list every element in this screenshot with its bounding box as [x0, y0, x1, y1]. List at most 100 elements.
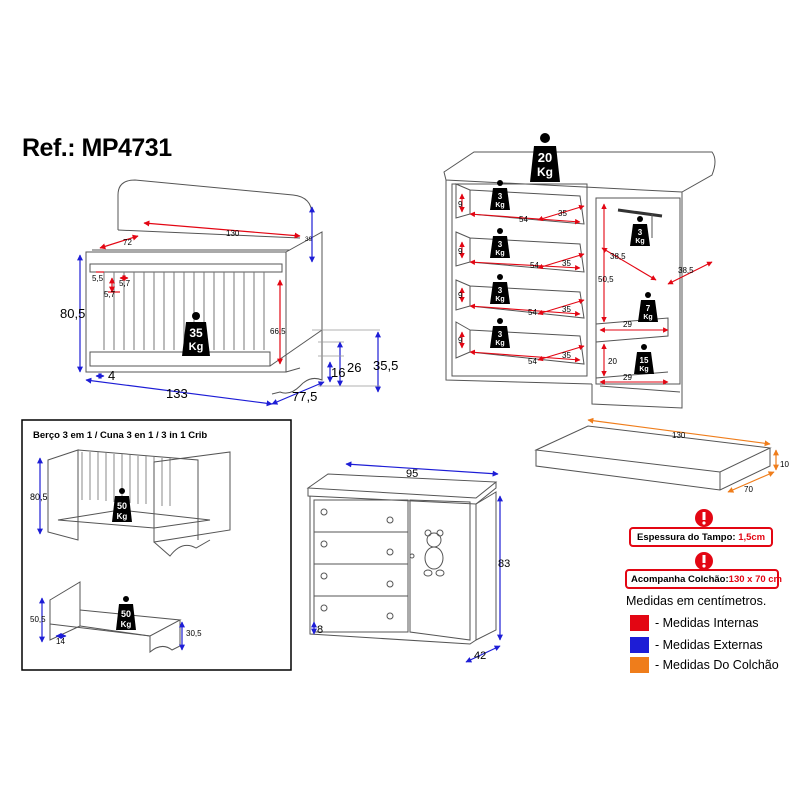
dim-drawer4-w: 54 [528, 357, 537, 366]
dim-drawer4-d: 35 [562, 351, 571, 360]
svg-text:Kg: Kg [117, 512, 128, 521]
note-top-value: 1,5cm [738, 532, 766, 543]
weight-icon-drawer2: 3 Kg [490, 228, 510, 258]
legend-label-external: - Medidas Externas [655, 638, 763, 652]
crib-outer-dims [77, 206, 381, 407]
note-top-label: Espessura do Tampo: [637, 532, 736, 543]
svg-text:3: 3 [498, 240, 503, 249]
weight-icon-shelf: 7 Kg [638, 292, 658, 322]
dim-crib-5-5: 5,5 [92, 274, 104, 283]
note-mattress-text: Acompanha Colchão:130 x 70 cm [631, 574, 782, 585]
legend-label-internal: - Medidas Internas [655, 616, 759, 630]
legend-label-mattress: - Medidas Do Colchão [655, 658, 779, 672]
legend-heading: Medidas em centímetros. [626, 594, 767, 608]
dim-drawer1-w: 54 [519, 215, 528, 224]
dim-mattress-130: 130 [672, 431, 686, 440]
svg-text:3: 3 [498, 286, 503, 295]
note-mattress-value: 130 x 70 cm [728, 574, 783, 585]
svg-text:3: 3 [638, 228, 643, 237]
dim-drawer1-d: 35 [558, 209, 567, 218]
modes-box-border [21, 419, 292, 671]
dim-mode-50-5: 50,5 [30, 615, 46, 624]
dresser-inner-drawing [443, 151, 716, 409]
dim-crib-130: 130 [226, 229, 240, 238]
dim-door-h: 50,5 [598, 275, 614, 284]
svg-text:20: 20 [538, 150, 552, 165]
dim-mode-80-5: 80,5 [30, 492, 48, 502]
legend-swatch-internal [630, 615, 649, 631]
svg-text:Kg: Kg [537, 165, 553, 179]
dim-crib-72: 72 [123, 238, 132, 247]
dim-drawer1-h: 9 [458, 200, 463, 209]
dim-shelf-w: 29 [623, 320, 632, 329]
svg-text:Kg: Kg [189, 341, 204, 353]
legend-swatch-mattress [630, 657, 649, 673]
mattress-dims [587, 417, 779, 493]
weight-icon-bottom: 15 Kg [634, 344, 654, 374]
svg-text:Kg: Kg [495, 340, 504, 347]
dim-crib-133: 133 [166, 386, 188, 401]
bear-icon [423, 529, 445, 577]
crib-outer-labels: 80,5 4 133 77,5 26 16 35,5 [60, 306, 398, 404]
svg-text:Kg: Kg [495, 296, 504, 303]
dim-crib-4: 4 [108, 368, 115, 383]
dim-drawer2-d: 35 [562, 259, 571, 268]
dim-crib-16: 16 [331, 365, 345, 380]
svg-text:15: 15 [640, 356, 649, 365]
note-top-thickness [629, 509, 773, 547]
dim-drawer3-h: 9 [458, 291, 463, 300]
modes-box-title: Berço 3 em 1 / Cuna 3 en 1 / 3 in 1 Crib [33, 430, 208, 441]
dim-mode-30-5: 30,5 [186, 629, 202, 638]
dim-drawer2-w: 54 [530, 261, 539, 270]
dresser-outer-drawing [306, 473, 498, 645]
dresser-outer-dims [311, 461, 503, 663]
weight-icon-drawer3: 3 Kg [490, 274, 510, 304]
dim-dresser-83: 83 [498, 558, 510, 570]
dim-drawer2-h: 9 [458, 247, 463, 256]
dresser-inner-dims [459, 193, 713, 385]
dim-dresser-95: 95 [406, 468, 418, 480]
weight-icon-rail: 3 Kg [630, 216, 650, 246]
weight-icon-top: 20 Kg [530, 133, 560, 182]
ref-title: Ref.: MP4731 [22, 134, 172, 162]
note-mattress-label: Acompanha Colchão: [631, 574, 729, 585]
dim-mattress-70: 70 [744, 485, 753, 494]
dim-crib-66-5: 66,5 [270, 327, 286, 336]
legend-internal: - Medidas Internas [630, 614, 759, 632]
svg-text:Kg: Kg [495, 250, 504, 257]
dim-crib-5-7b: 5,7 [104, 290, 116, 299]
svg-text:Kg: Kg [639, 366, 648, 373]
svg-text:Kg: Kg [643, 314, 652, 321]
dim-crib-39: 39 [305, 236, 313, 243]
legend-mattress: - Medidas Do Colchão [630, 656, 779, 674]
modes-dims [37, 457, 185, 651]
crib-inner-dims [96, 220, 301, 365]
weight-icon-crib: 35 Kg [182, 312, 210, 356]
note-mattress-included [625, 552, 779, 589]
weight-icon-mode1: 50 Kg [112, 488, 132, 522]
dim-drawer3-d: 35 [562, 305, 571, 314]
crib-inner-labels: 130 72 39 5,5 5,7 5,7 66,5 [92, 229, 313, 336]
dim-crib-35-5: 35,5 [373, 358, 398, 373]
dim-crib-5-7a: 5,7 [119, 279, 131, 288]
mattress-labels: 130 10 70 [672, 431, 789, 494]
dim-mode-14: 14 [56, 637, 65, 646]
dim-drawer3-w: 54 [528, 308, 537, 317]
svg-text:50: 50 [121, 609, 131, 619]
svg-text:50: 50 [117, 501, 127, 511]
svg-text:35: 35 [189, 326, 203, 340]
dim-dresser-8: 8 [317, 624, 323, 636]
svg-text:3: 3 [498, 192, 503, 201]
dresser-inner-labels: 9 54 35 9 54 35 9 54 35 9 54 35 38,5 50,… [458, 200, 694, 382]
note-top-text: Espessura do Tampo: 1,5cm [637, 532, 765, 543]
svg-text:Kg: Kg [121, 620, 132, 629]
dim-crib-80-5: 80,5 [60, 306, 85, 321]
dim-door-w: 38,5 [610, 252, 626, 261]
crib-ext-guides [312, 329, 380, 387]
dim-drawer4-h: 9 [458, 336, 463, 345]
weight-icon-drawer4: 3 Kg [490, 318, 510, 348]
svg-text:Kg: Kg [635, 238, 644, 245]
svg-text:Kg: Kg [495, 202, 504, 209]
